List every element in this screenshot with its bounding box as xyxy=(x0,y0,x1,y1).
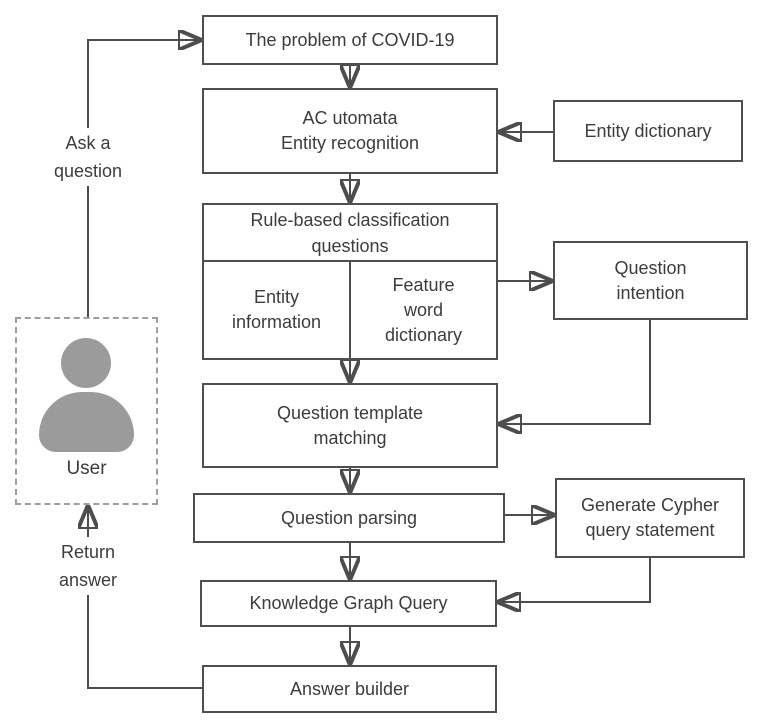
node-question-template-matching-label: Question template matching xyxy=(276,402,424,448)
edge-intention-to-template xyxy=(500,320,651,424)
user-node: User xyxy=(15,317,158,505)
rule-based-header-label: Rule-based classification questions xyxy=(250,209,450,256)
node-ac-automata-entity-recognition: AC utomata Entity recognition xyxy=(202,88,498,174)
node-question-intention: Question intention xyxy=(553,241,748,320)
node-question-parsing-label: Question parsing xyxy=(280,507,418,528)
node-question-intention-label: Question intention xyxy=(614,257,687,303)
edge-cypher-to-knowledge xyxy=(499,558,651,602)
node-knowledge-graph-query-label: Knowledge Graph Query xyxy=(249,593,448,613)
user-icon-body xyxy=(39,392,134,452)
node-answer-builder: Answer builder xyxy=(202,665,497,713)
edge-user-to-problem xyxy=(87,40,200,317)
node-entity-dictionary-label: Entity dictionary xyxy=(584,120,712,141)
ask-question-label-text: Ask a question xyxy=(53,133,123,181)
node-rule-based-classification: Rule-based classification questions Enti… xyxy=(202,203,498,360)
node-entity-dictionary: Entity dictionary xyxy=(553,100,743,162)
node-problem-covid-label: The problem of COVID-19 xyxy=(245,29,455,50)
rule-based-body: Entity information Feature word dictiona… xyxy=(204,262,496,358)
node-generate-cypher: Generate Cypher query statement xyxy=(555,478,745,558)
node-problem-covid: The problem of COVID-19 xyxy=(202,15,498,65)
rule-based-header: Rule-based classification questions xyxy=(204,205,496,262)
ask-question-label: Ask a question xyxy=(38,128,138,186)
node-question-template-matching: Question template matching xyxy=(202,383,498,468)
node-answer-builder-label: Answer builder xyxy=(289,678,410,699)
node-entity-information: Entity information xyxy=(204,262,351,358)
user-icon xyxy=(39,338,134,452)
node-question-parsing: Question parsing xyxy=(193,493,505,543)
user-label: User xyxy=(66,458,107,479)
return-answer-label-text: Return answer xyxy=(58,542,118,590)
edge-answer-to-user xyxy=(88,507,202,689)
user-icon-head xyxy=(61,338,111,388)
node-feature-word-dictionary: Feature word dictionary xyxy=(351,262,496,358)
node-knowledge-graph-query: Knowledge Graph Query xyxy=(200,580,497,627)
node-ac-automata-label: AC utomata Entity recognition xyxy=(280,108,420,153)
return-answer-label: Return answer xyxy=(38,537,138,595)
node-generate-cypher-label: Generate Cypher query statement xyxy=(580,495,720,540)
node-entity-information-label: Entity information xyxy=(231,287,322,332)
node-feature-word-dictionary-label: Feature word dictionary xyxy=(384,274,463,345)
